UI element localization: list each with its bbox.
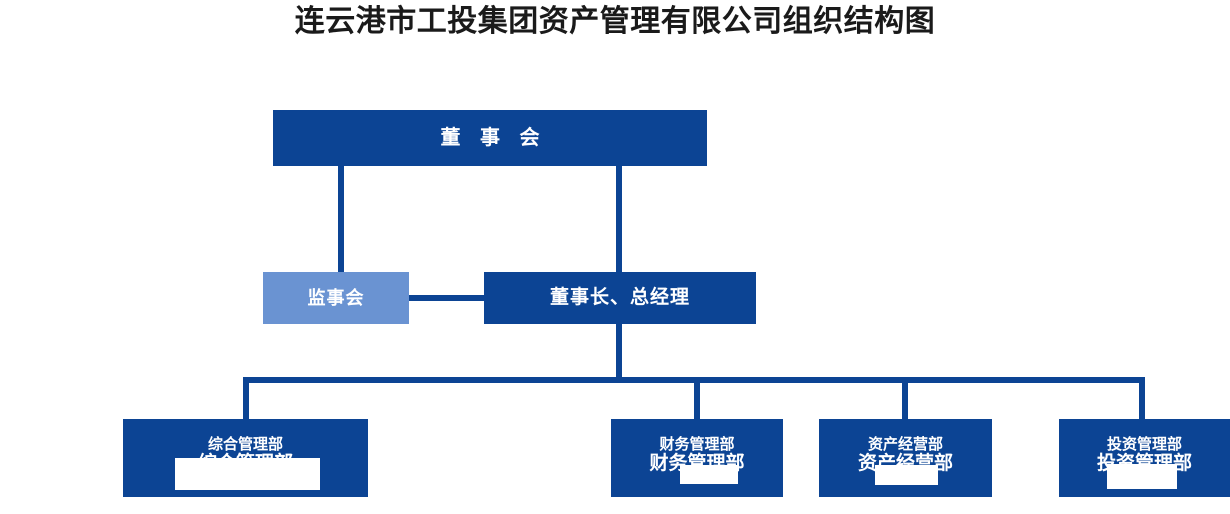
node-board-of-supervisors-label: 监事会 xyxy=(307,287,365,308)
overlay-rectangle-dept-4 xyxy=(1107,464,1177,489)
node-department-asset-operations[interactable]: 资产经营部 资产经营部 xyxy=(819,419,992,497)
connector-board-to-chairman xyxy=(616,166,622,273)
node-chairman-general-manager[interactable]: 董事长、总经理 xyxy=(484,272,756,324)
node-board-of-directors-label: 董 事 会 xyxy=(440,126,547,149)
node-chairman-general-manager-label: 董事长、总经理 xyxy=(549,287,690,309)
connector-drop-dept-4 xyxy=(1139,377,1145,419)
connector-drop-dept-1 xyxy=(243,377,249,419)
connector-drop-dept-2 xyxy=(694,377,700,419)
overlay-rectangle-dept-1 xyxy=(175,458,320,490)
node-department-investment-management[interactable]: 投资管理部 投资管理部 xyxy=(1059,419,1230,497)
node-department-general-administration[interactable]: 综合管理部 综合管理部 xyxy=(123,419,368,497)
node-department-finance[interactable]: 财务管理部 财务管理部 xyxy=(611,419,783,497)
node-board-of-supervisors[interactable]: 监事会 xyxy=(263,272,409,324)
node-department-investment-management-label: 投资管理部 xyxy=(1106,436,1182,453)
connector-supervisor-to-chairman xyxy=(409,295,485,301)
node-department-finance-label: 财务管理部 xyxy=(659,436,735,453)
connector-drop-dept-3 xyxy=(902,377,908,419)
overlay-rectangle-dept-3 xyxy=(875,465,938,485)
node-department-general-administration-label: 综合管理部 xyxy=(207,436,283,453)
node-board-of-directors[interactable]: 董 事 会 xyxy=(273,110,707,166)
connector-chairman-stem xyxy=(616,324,622,377)
node-department-asset-operations-label: 资产经营部 xyxy=(867,436,943,453)
overlay-rectangle-dept-2 xyxy=(680,465,738,484)
page-title: 连云港市工投集团资产管理有限公司组织结构图 xyxy=(294,5,936,38)
connector-board-to-supervisor xyxy=(338,166,344,273)
